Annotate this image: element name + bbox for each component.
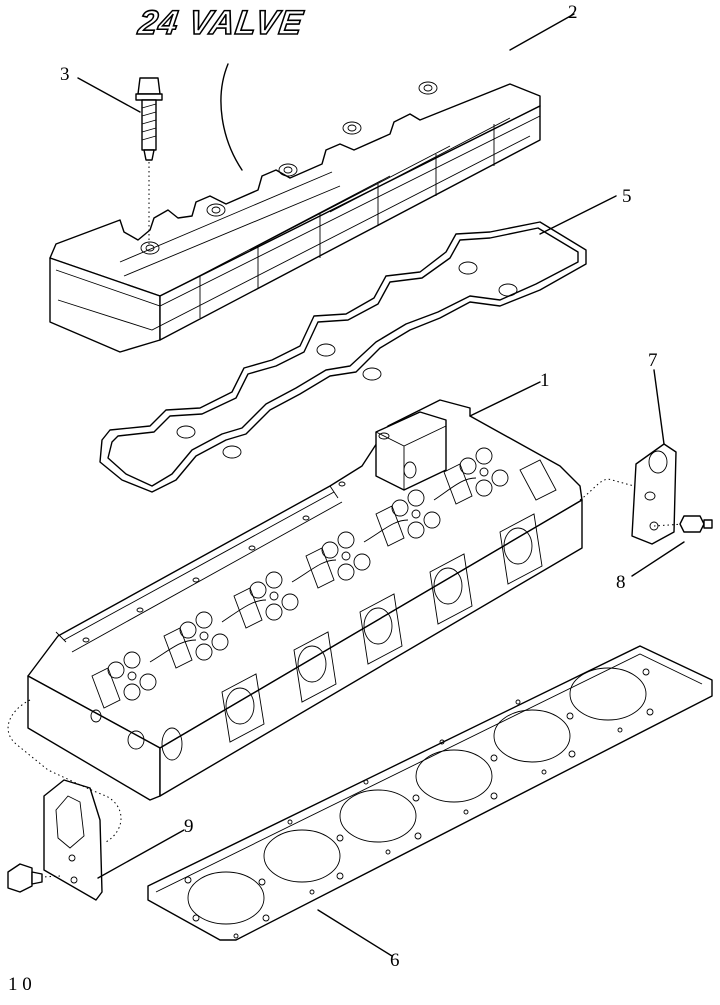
callout-9: 9 (184, 816, 194, 837)
valve-cluster (107, 447, 509, 701)
bracket-screw-rear (653, 515, 713, 533)
callout-10: 1 0 (8, 974, 32, 995)
callout-2: 2 (568, 2, 578, 23)
valve-cover-gasket (99, 221, 587, 493)
cylinder-head (27, 399, 583, 801)
lifting-bracket-rear (579, 443, 677, 545)
leader-lines (77, 13, 685, 957)
callout-8: 8 (616, 572, 626, 593)
callout-6: 6 (390, 950, 400, 971)
diagram-title: 24 VALVE (135, 4, 306, 42)
breather-tube-line (220, 63, 243, 171)
head-gasket (147, 645, 713, 941)
callout-7: 7 (648, 350, 658, 371)
valve-cover-bolt (135, 77, 163, 244)
callout-3: 3 (60, 64, 70, 85)
bracket-screw-front (7, 863, 61, 893)
callout-5: 5 (622, 186, 632, 207)
valve-cover (49, 81, 541, 353)
callout-1: 1 (540, 370, 550, 391)
lifting-bracket-front (7, 699, 122, 901)
